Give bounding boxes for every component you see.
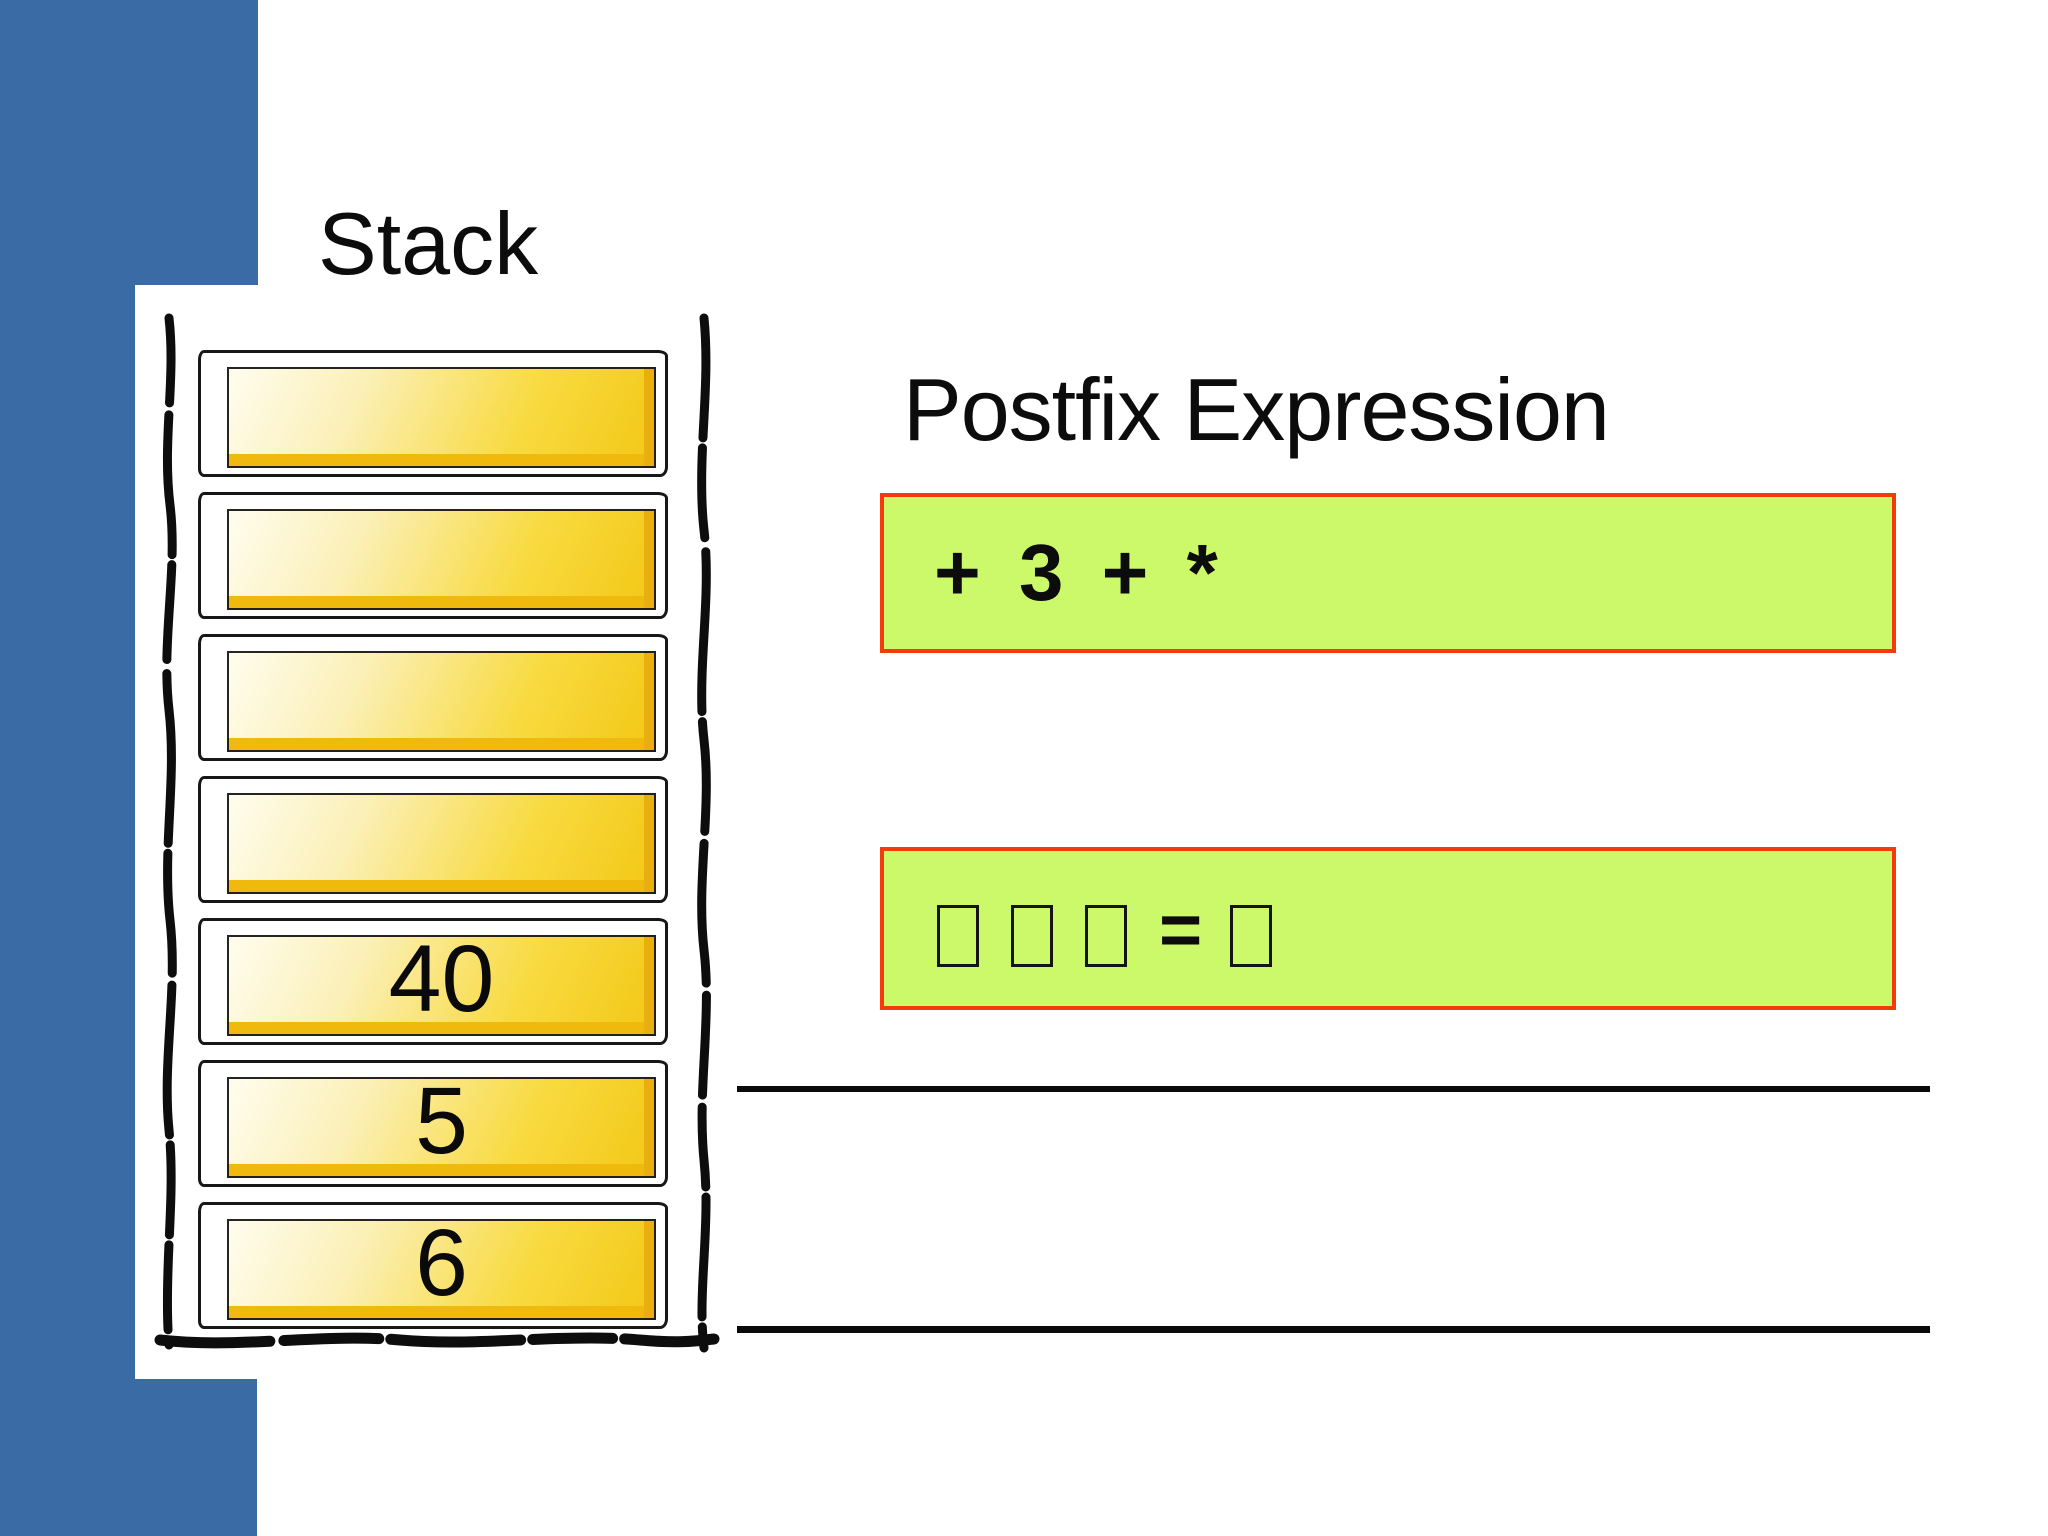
- postfix-expression-box: + 3 + *: [880, 493, 1896, 653]
- stack-cell: 5: [198, 1060, 668, 1187]
- postfix-expression-text: + 3 + *: [934, 528, 1220, 617]
- horizontal-rule-bottom: [737, 1326, 1930, 1333]
- stack-cell-slab: 5: [227, 1068, 656, 1178]
- missing-glyph-box: [1085, 904, 1127, 967]
- stack-bottom-wall: [154, 1332, 720, 1349]
- stack-cell-slab: [227, 793, 656, 894]
- stack-cell: [198, 776, 668, 903]
- stack-cell-value: 6: [415, 1210, 468, 1316]
- sidebar-strip: [0, 285, 135, 1379]
- stack-cell: 40: [198, 918, 668, 1045]
- stack-cell-slab: [227, 509, 656, 610]
- stack-cell: [198, 350, 668, 477]
- stack-title: Stack: [318, 194, 539, 293]
- stack-cell-value: 5: [415, 1068, 468, 1174]
- missing-glyph-box: [1011, 904, 1053, 967]
- stack-cell: 6: [198, 1202, 668, 1329]
- stack-cell: [198, 492, 668, 619]
- stack-cell-slab: 6: [227, 1210, 656, 1320]
- stack-cell-slab: [227, 651, 656, 752]
- stack-cell-slab: [227, 367, 656, 468]
- stack-cell-value: 40: [388, 926, 495, 1032]
- missing-glyph-box: [1230, 904, 1273, 967]
- result-box: =: [880, 847, 1896, 1010]
- missing-glyph-box: [937, 904, 979, 967]
- stack: 40 5 6: [198, 350, 668, 1329]
- stack-right-wall: [697, 313, 711, 1353]
- sidebar-block-bottom: [0, 1379, 257, 1536]
- sidebar-block-top: [0, 0, 258, 285]
- equals-sign: =: [1159, 887, 1203, 971]
- result-expression: =: [937, 892, 1304, 973]
- stack-cell-slab: 40: [227, 926, 656, 1036]
- horizontal-rule-top: [737, 1086, 1930, 1092]
- postfix-expression-title: Postfix Expression: [903, 360, 1610, 459]
- stack-cell: [198, 634, 668, 761]
- stack-left-wall: [162, 313, 177, 1350]
